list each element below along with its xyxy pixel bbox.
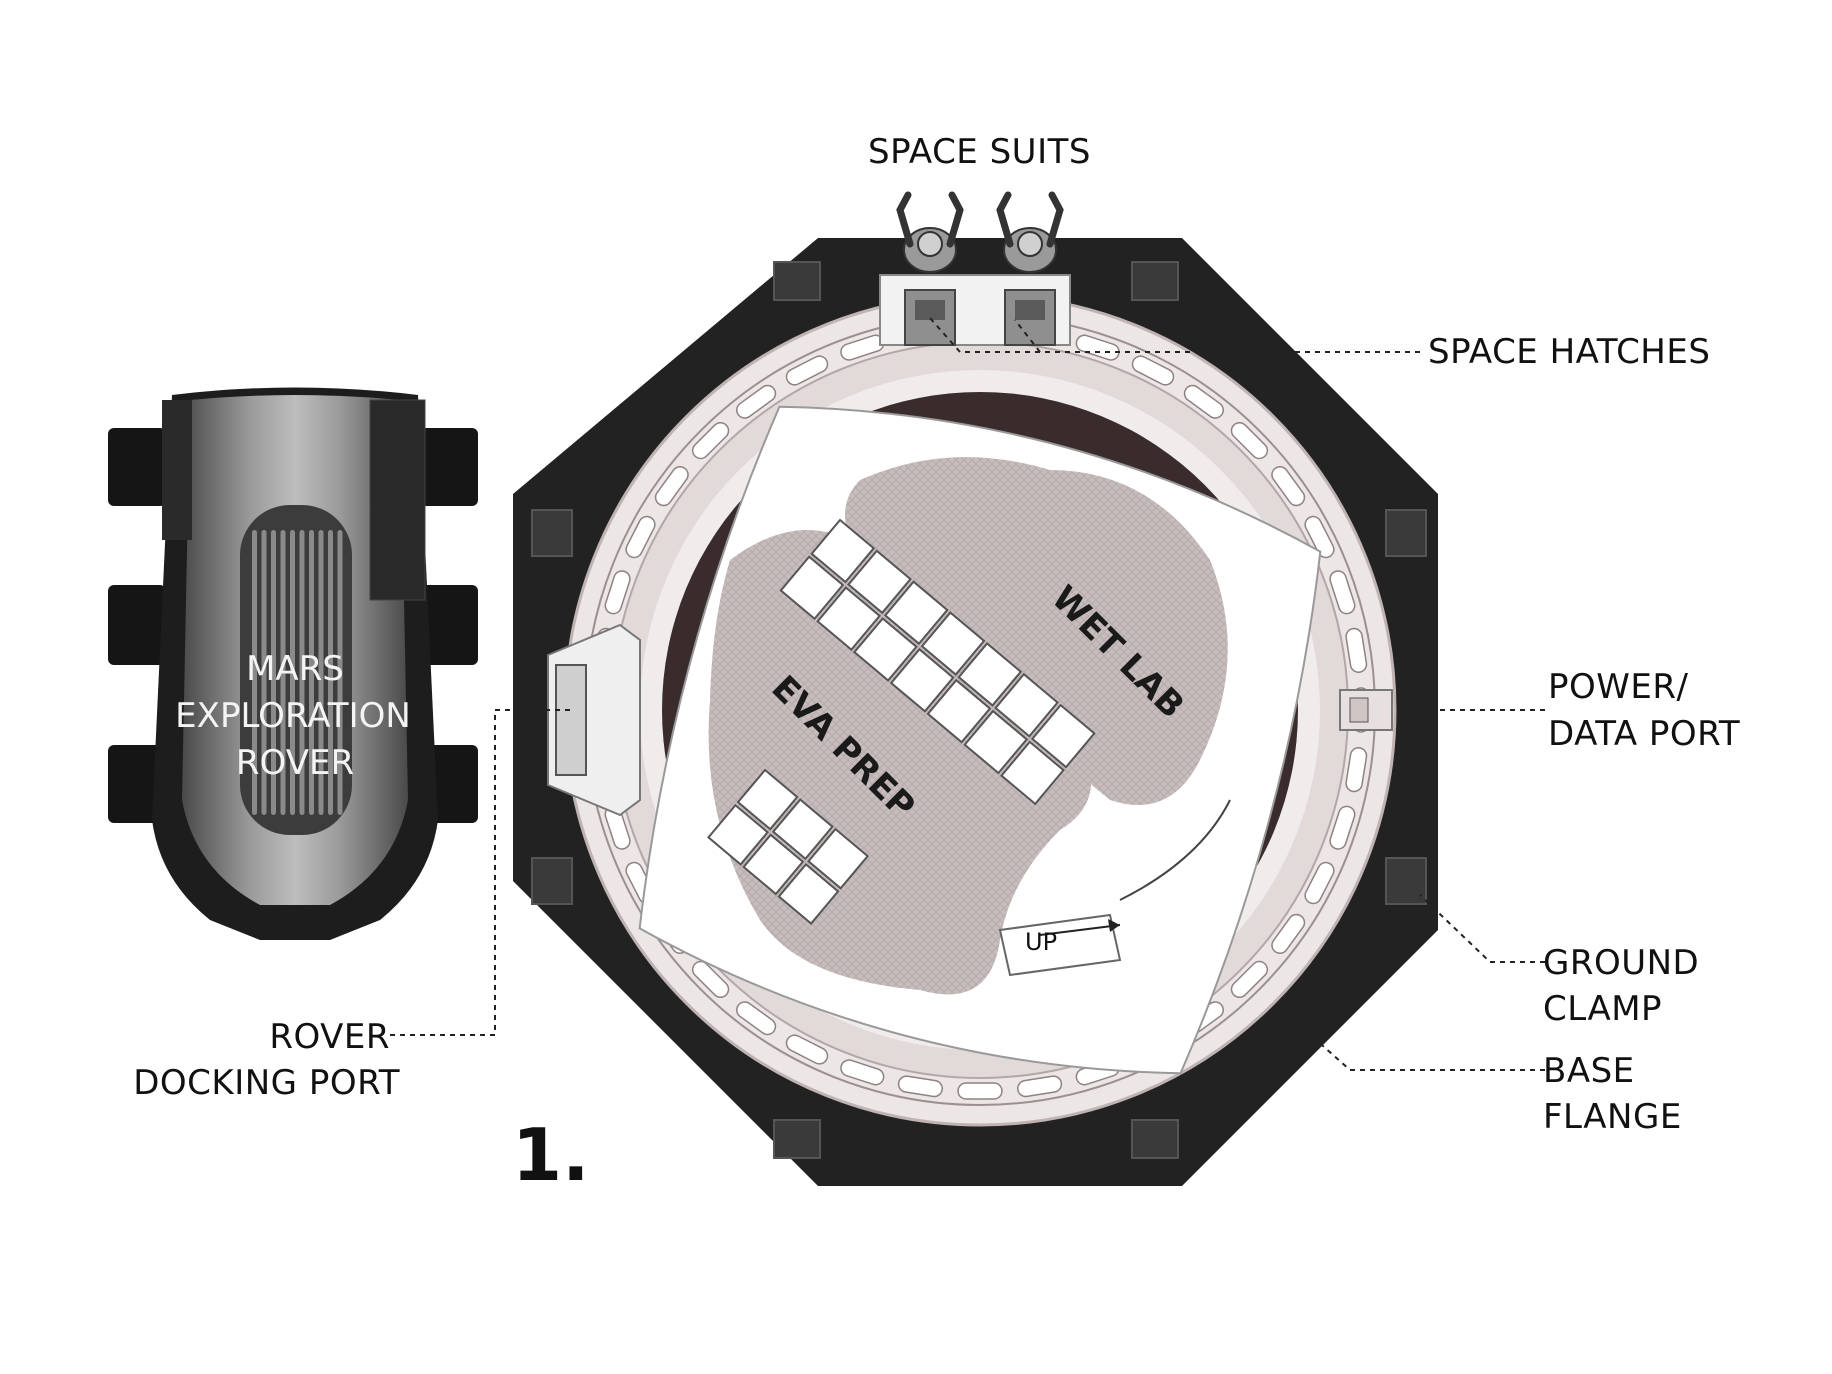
rover-label-line1: MARS	[246, 649, 344, 689]
storage-box	[777, 862, 840, 925]
storage-boxes	[779, 518, 1096, 806]
ring-slot	[691, 421, 730, 460]
storage-box	[742, 833, 805, 896]
rover-docking-port-label-2: DOCKING PORT	[133, 1063, 400, 1103]
ring-slot	[1271, 466, 1306, 507]
storage-boxes-eva	[707, 768, 870, 925]
ring-slot	[736, 1001, 777, 1036]
ring-slot	[736, 384, 777, 419]
storage-box	[779, 555, 845, 621]
leader-lines	[390, 317, 1545, 1071]
vent-rib	[318, 530, 324, 815]
up-label: UP	[1025, 928, 1057, 956]
vent-rib	[328, 530, 333, 815]
vent-rib	[337, 530, 343, 815]
storage-box	[1030, 703, 1096, 769]
stair-up: UP	[998, 799, 1231, 977]
ring-slot	[785, 1034, 829, 1065]
storage-box	[852, 617, 918, 682]
base-flange-label-2: FLANGE	[1543, 1097, 1682, 1137]
ring-slot	[1075, 334, 1120, 361]
ring-slot	[1345, 627, 1368, 673]
vent-rib	[299, 530, 305, 815]
rover-vent	[252, 530, 343, 815]
rover-label-line2: EXPLORATION	[175, 696, 411, 736]
ring-slot	[897, 1075, 943, 1098]
power-data-port-label-1: POWER/	[1548, 667, 1688, 707]
ground-clamp-label-1: GROUND	[1543, 943, 1699, 983]
ring-slot	[1131, 355, 1175, 386]
ring-slot	[1345, 747, 1368, 793]
vent-rib	[280, 530, 286, 815]
storage-box	[1000, 740, 1065, 806]
power-data-port-label-2: DATA PORT	[1548, 714, 1740, 754]
ring-slot	[1230, 421, 1269, 460]
ring-slot	[1017, 1075, 1063, 1098]
rover-label-line3: ROVER	[236, 743, 354, 783]
ring-slot	[1329, 570, 1356, 615]
figure-number: 1.	[512, 1113, 589, 1197]
storage-box	[816, 586, 882, 652]
storage-box	[807, 827, 870, 890]
space-suits	[896, 191, 1064, 273]
ring-slot	[1271, 913, 1306, 954]
storage-box	[994, 672, 1059, 738]
ring-slot	[840, 1059, 885, 1086]
space-suits-label: SPACE SUITS	[868, 132, 1091, 172]
vent-rib	[252, 530, 257, 815]
storage-box	[889, 647, 955, 713]
ring-slot	[957, 1082, 1003, 1100]
storage-box	[883, 580, 949, 646]
wet-lab-zone	[845, 457, 1228, 805]
ring-slot	[1304, 515, 1335, 559]
power-data-port	[1339, 689, 1393, 731]
space-hatches-label: SPACE HATCHES	[1428, 332, 1710, 372]
ring-slot	[1183, 384, 1224, 419]
ground-clamps	[531, 261, 1427, 1159]
ring-slot	[691, 960, 730, 999]
vent-rib	[290, 530, 295, 815]
storage-box	[920, 611, 986, 676]
habitat-module: UP WET LAB EVA PREP	[513, 191, 1438, 1186]
vent-rib	[309, 530, 314, 815]
ring-slot	[785, 355, 829, 386]
storage-box	[957, 642, 1023, 707]
vent-rib	[261, 530, 267, 815]
storage-box	[771, 798, 834, 861]
ring-slot	[1230, 960, 1269, 999]
ring-slot	[1329, 805, 1356, 850]
ring-slot	[654, 466, 689, 507]
vent-rib	[271, 530, 276, 815]
rover-docking-port-label-1: ROVER	[269, 1017, 390, 1057]
ring-slot	[604, 570, 631, 615]
ring-slot	[1304, 861, 1335, 905]
mars-exploration-rover: MARS EXPLORATION ROVER	[108, 387, 478, 940]
storage-box	[736, 768, 799, 831]
ring-slot	[625, 515, 656, 559]
storage-box	[810, 518, 876, 584]
storage-box	[847, 549, 912, 615]
base-flange-label-1: BASE	[1543, 1051, 1635, 1091]
storage-box	[926, 678, 992, 744]
storage-box	[707, 803, 770, 866]
space-hatches	[879, 274, 1071, 346]
ground-clamp-label-2: CLAMP	[1543, 989, 1662, 1029]
storage-box	[963, 709, 1029, 775]
rover-docking-port	[547, 623, 641, 817]
